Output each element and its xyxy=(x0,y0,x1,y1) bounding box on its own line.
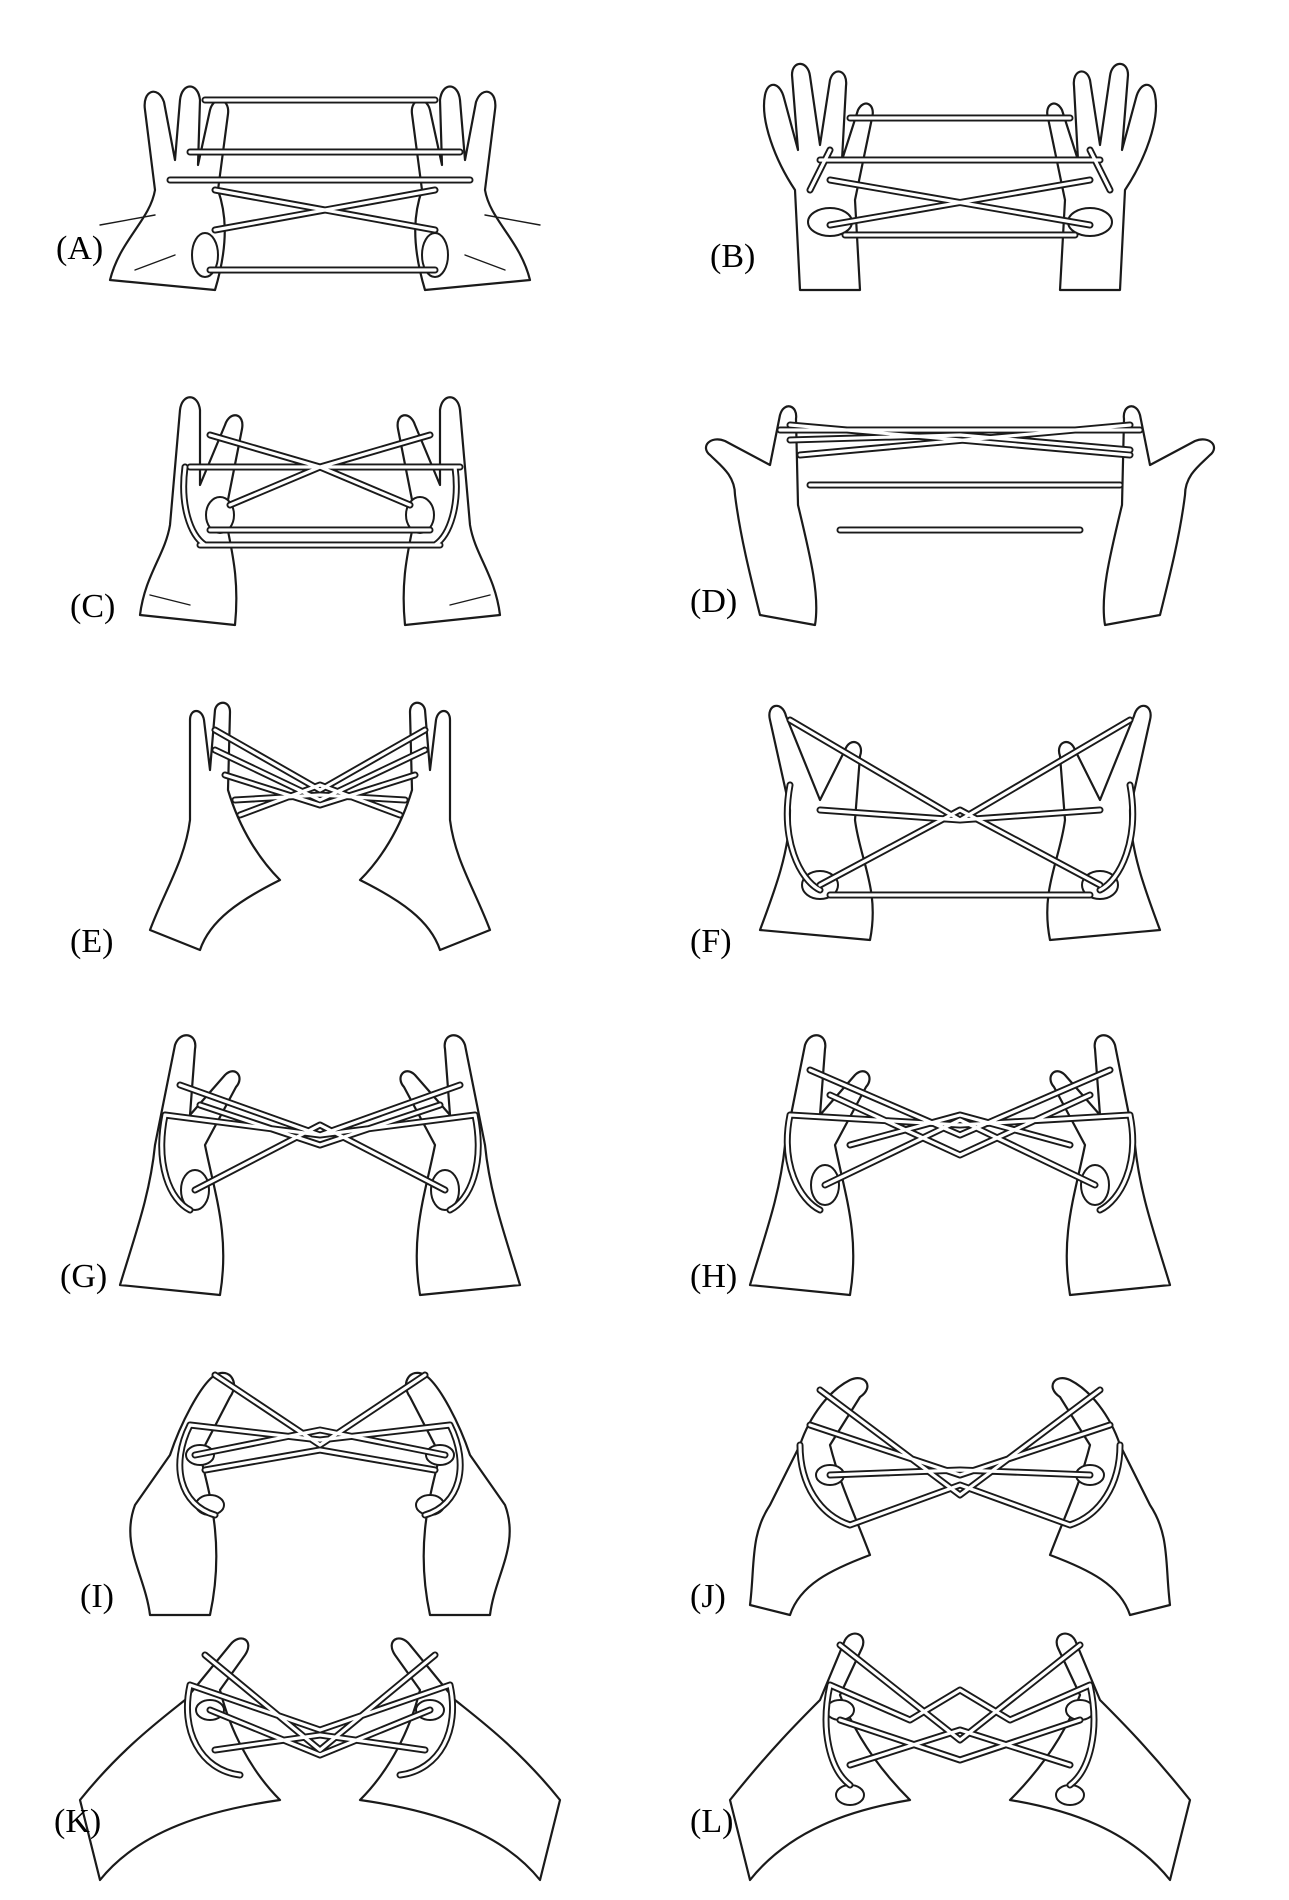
panel-c-label: (C) xyxy=(70,588,116,625)
panel-l-illustration xyxy=(728,1632,1192,1882)
panel-f-illustration xyxy=(758,704,1162,942)
panel-f: (F) xyxy=(680,690,1240,980)
panel-l: (L) xyxy=(680,1600,1240,1890)
panel-g-label: (G) xyxy=(60,1258,108,1295)
panel-i: (I) xyxy=(40,1355,600,1645)
panel-d-illustration xyxy=(704,405,1216,627)
panel-k: (K) xyxy=(40,1600,600,1890)
panel-d: (D) xyxy=(680,355,1240,645)
panel-l-label: (L) xyxy=(690,1803,734,1840)
panel-g-illustration xyxy=(118,1034,522,1297)
panel-i-illustration xyxy=(129,1371,511,1617)
panel-e-illustration xyxy=(148,701,492,952)
panel-h-illustration xyxy=(748,1034,1172,1297)
panel-k-label: (K) xyxy=(54,1803,102,1840)
panel-b-label: (B) xyxy=(710,238,756,275)
panel-a: (A) xyxy=(40,40,600,330)
panel-c-illustration xyxy=(138,396,502,627)
panel-i-label: (I) xyxy=(80,1578,114,1615)
panel-a-illustration xyxy=(99,85,541,292)
panel-c: (C) xyxy=(40,355,600,645)
panel-k-illustration xyxy=(78,1637,562,1882)
panel-j-illustration xyxy=(748,1377,1172,1617)
panel-h: (H) xyxy=(680,1025,1240,1315)
panel-e: (E) xyxy=(40,690,600,980)
panel-d-label: (D) xyxy=(690,583,738,620)
panel-e-label: (E) xyxy=(70,923,114,960)
panel-f-label: (F) xyxy=(690,923,732,960)
panel-h-label: (H) xyxy=(690,1258,738,1295)
panel-b: (B) xyxy=(680,40,1240,330)
panel-j-label: (J) xyxy=(690,1578,726,1615)
panel-j: (J) xyxy=(680,1355,1240,1645)
panel-a-label: (A) xyxy=(56,230,104,267)
panel-g: (G) xyxy=(40,1025,600,1315)
panel-b-illustration xyxy=(763,62,1157,292)
